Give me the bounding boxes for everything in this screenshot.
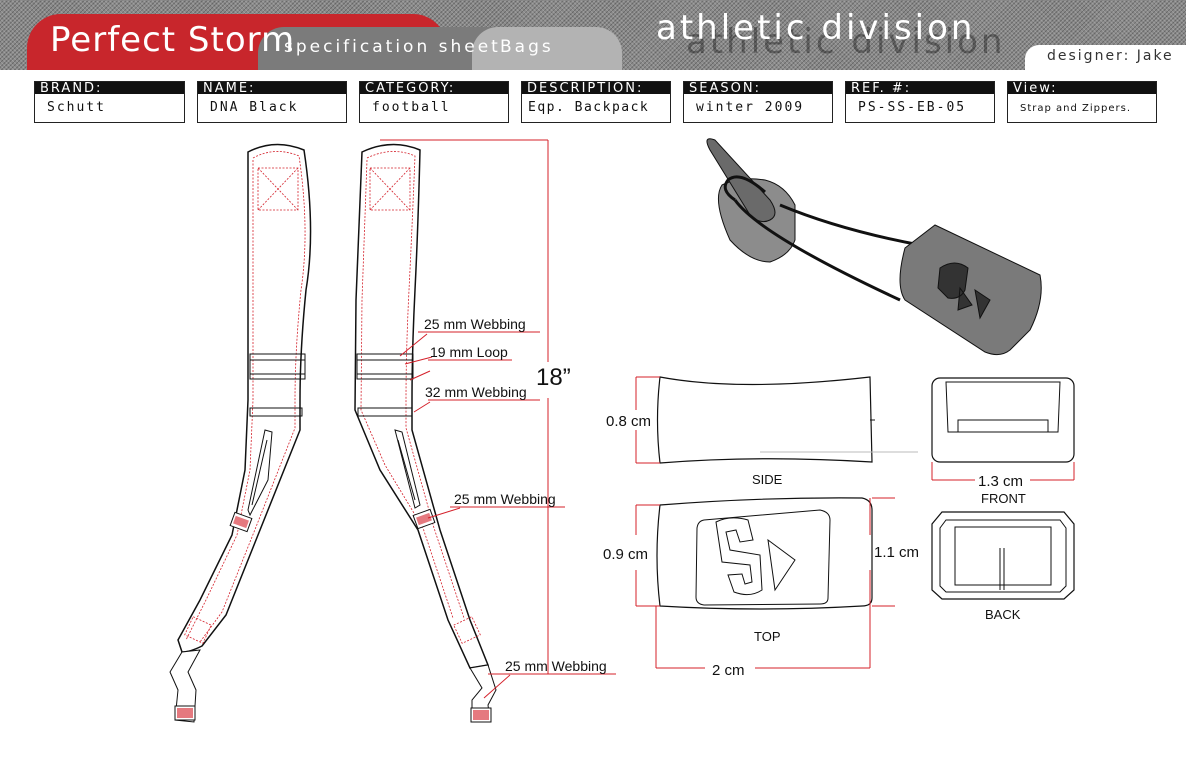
field-label: BRAND: — [35, 82, 184, 94]
field-season: SEASON: winter 2009 — [683, 81, 833, 123]
field-value: DNA Black — [210, 100, 299, 115]
field-value: winter 2009 — [696, 100, 805, 115]
annotation-webbing-low: 25 mm Webbing — [454, 491, 556, 507]
right-strap — [354, 143, 497, 723]
field-label: NAME: — [198, 82, 346, 94]
field-value: football — [372, 100, 451, 115]
division-shadow-text: athletic division — [686, 22, 1006, 62]
top-height-left-label: 0.9 cm — [603, 546, 648, 563]
field-view: View: Strap and Zippers. — [1007, 81, 1157, 123]
strap-callouts — [380, 139, 616, 699]
front-view-label: FRONT — [981, 491, 1026, 506]
back-view-label: BACK — [985, 607, 1021, 622]
bags-label: Bags — [500, 37, 554, 57]
designer-tab: designer: Jake — [1025, 45, 1186, 70]
annotation-webbing-end: 25 mm Webbing — [505, 658, 607, 674]
field-value: Strap and Zippers. — [1020, 103, 1132, 114]
field-label: CATEGORY: — [360, 82, 508, 94]
field-label: View: — [1008, 82, 1156, 94]
field-value: Schutt — [47, 100, 106, 115]
field-label: SEASON: — [684, 82, 832, 94]
bags-tab — [472, 27, 622, 70]
zipper-side-view — [635, 376, 918, 464]
spec-sheet-label: specification sheet — [284, 37, 501, 57]
zipper-back-view — [931, 511, 1075, 600]
field-value: Eqp. Backpack — [528, 100, 650, 115]
zipper-top-view — [635, 497, 895, 669]
field-label: DESCRIPTION: — [522, 82, 670, 94]
top-view-label: TOP — [754, 629, 781, 644]
annotation-loop: 19 mm Loop — [430, 344, 508, 360]
field-ref: REF. #: PS-SS-EB-05 — [845, 81, 995, 123]
product-title: Perfect Storm — [50, 20, 296, 60]
side-height-label: 0.8 cm — [606, 413, 651, 430]
front-width-label: 1.3 cm — [978, 473, 1023, 490]
side-view-label: SIDE — [752, 472, 783, 487]
left-strap — [169, 143, 312, 723]
field-label: REF. #: — [846, 82, 994, 94]
field-description: DESCRIPTION: Eqp. Backpack — [521, 81, 671, 123]
annotation-webbing-mid: 32 mm Webbing — [425, 384, 527, 400]
field-category: CATEGORY: football — [359, 81, 509, 123]
top-width-label: 2 cm — [712, 662, 745, 679]
field-name: NAME: DNA Black — [197, 81, 347, 123]
annotation-webbing-top: 25 mm Webbing — [424, 316, 526, 332]
designer-label: designer: Jake — [1047, 48, 1174, 64]
division-title: athletic division — [656, 8, 976, 48]
field-brand: BRAND: Schutt — [34, 81, 185, 123]
top-height-right-label: 1.1 cm — [874, 544, 919, 561]
annotation-length: 18” — [536, 364, 571, 391]
field-value: PS-SS-EB-05 — [858, 100, 967, 115]
zipper-pull-illustration — [706, 138, 1042, 356]
zipper-front-view — [931, 377, 1075, 481]
